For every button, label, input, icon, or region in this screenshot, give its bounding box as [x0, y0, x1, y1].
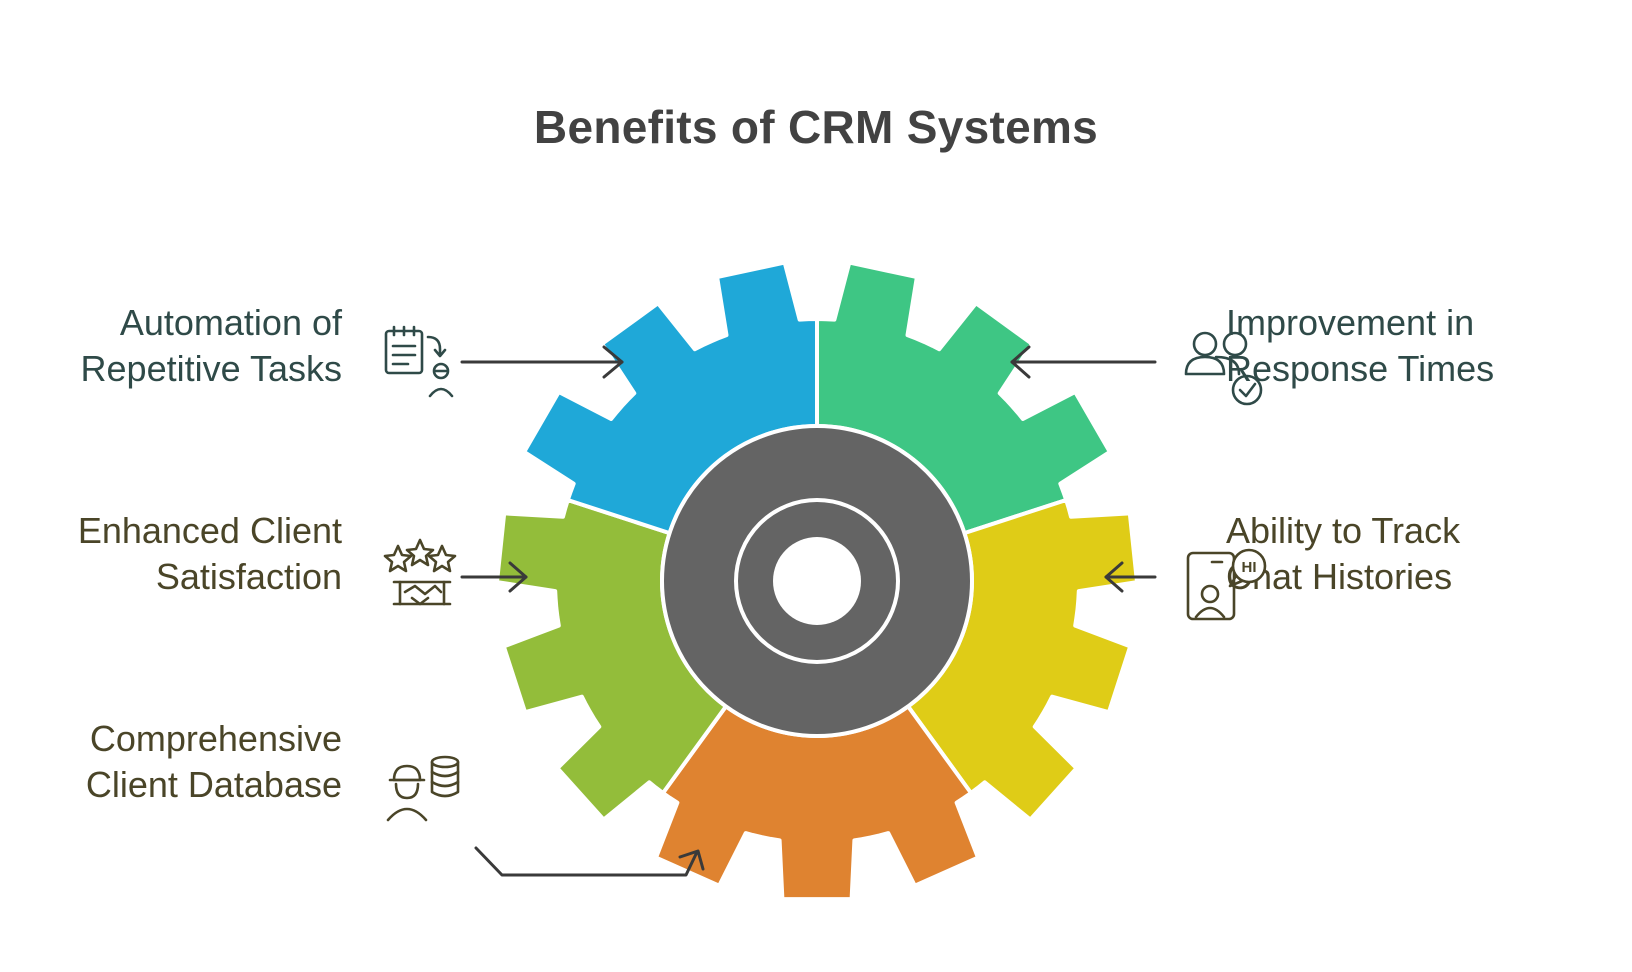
arrow-response-times: [1010, 345, 1157, 379]
arrow-database: [474, 846, 705, 877]
worker-database-icon: [386, 755, 460, 822]
gear-center-hole: [773, 537, 861, 625]
clipboard-person-icon: [384, 325, 454, 398]
page-title: Benefits of CRM Systems: [533, 101, 1099, 153]
arrow-chat-histories: [1104, 561, 1157, 593]
arrow-automation: [460, 345, 624, 379]
chat-bubble-text: HI: [1242, 559, 1257, 576]
gear-diagram: [495, 260, 1139, 902]
users-check-icon: [1184, 331, 1263, 406]
arrow-satisfaction: [460, 561, 528, 593]
stars-handshake-icon: [383, 538, 457, 606]
gear-inner-ring: [734, 498, 900, 664]
chat-history-icon: [1186, 548, 1267, 621]
